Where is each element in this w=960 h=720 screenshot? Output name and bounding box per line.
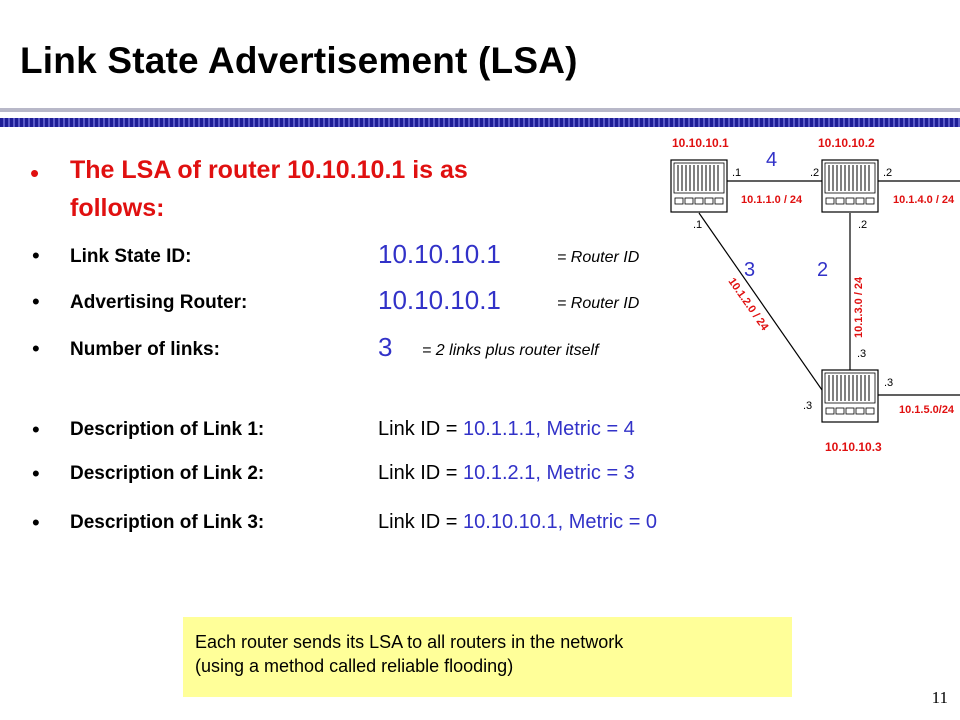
title-rule-blue bbox=[0, 118, 960, 127]
subnet-r1-r2: 10.1.1.0 / 24 bbox=[741, 194, 803, 206]
router-name-r1: 10.10.10.1 bbox=[672, 136, 729, 150]
link-r1-r3 bbox=[698, 212, 823, 391]
router-name-r3: 10.10.10.3 bbox=[825, 440, 882, 454]
field-note-number-of-links: = 2 links plus router itself bbox=[422, 342, 599, 359]
if-r1-right: .1 bbox=[732, 167, 741, 179]
router-name-r2: 10.10.10.2 bbox=[818, 136, 875, 150]
link2-label: Description of Link 2: bbox=[70, 463, 265, 484]
lsa-heading-line1: The LSA of router 10.10.10.1 is as bbox=[70, 156, 468, 184]
callout-text: Each router sends its LSA to all routers… bbox=[195, 632, 624, 676]
field-note-link-state-id: = Router ID bbox=[557, 249, 640, 266]
subnet-r2-out: 10.1.4.0 / 24 bbox=[893, 194, 955, 206]
field-value-link-state-id: 10.10.10.1 bbox=[378, 239, 501, 269]
callout-box bbox=[183, 617, 792, 697]
page-number: 11 bbox=[931, 688, 948, 707]
field-label-number-of-links: Number of links: bbox=[70, 339, 220, 360]
if-r1-bottom: .1 bbox=[693, 219, 702, 231]
if-r3-right: .3 bbox=[884, 377, 893, 389]
link3-prefix: Link ID = bbox=[378, 511, 464, 533]
bullet: • bbox=[32, 243, 40, 268]
link2-id: 10.1.2.1, Metric = 3 bbox=[463, 462, 635, 484]
router-icon-r2 bbox=[821, 159, 879, 213]
link2-description: Link ID = 10.1.2.1, Metric = 3 bbox=[378, 462, 635, 485]
link1-label: Description of Link 1: bbox=[70, 419, 265, 440]
link1-description: Link ID = 10.1.1.1, Metric = 4 bbox=[378, 418, 635, 441]
bullet: • bbox=[32, 510, 40, 535]
if-r2-bottom: .2 bbox=[858, 219, 867, 231]
heading-bullet: • bbox=[30, 158, 40, 188]
field-note-advertising-router: = Router ID bbox=[557, 295, 640, 312]
link1-id: 10.1.1.1, Metric = 4 bbox=[463, 418, 635, 440]
bullet: • bbox=[32, 289, 40, 314]
metric-r1-r2: 4 bbox=[766, 149, 777, 171]
if-r3-left: .3 bbox=[803, 400, 812, 412]
subnet-r3-out: 10.1.5.0/24 bbox=[899, 404, 955, 416]
field-label-advertising-router: Advertising Router: bbox=[70, 292, 248, 313]
slide-title: Link State Advertisement (LSA) bbox=[20, 40, 578, 81]
bullet: • bbox=[32, 461, 40, 486]
bullet: • bbox=[32, 417, 40, 442]
subnet-r2-r3: 10.1.3.0 / 24 bbox=[853, 276, 865, 338]
bullet: • bbox=[32, 336, 40, 361]
link2-prefix: Link ID = bbox=[378, 462, 464, 484]
diagram-links bbox=[698, 180, 960, 396]
link3-description: Link ID = 10.10.10.1, Metric = 0 bbox=[378, 511, 657, 534]
router-icon-r1 bbox=[670, 159, 728, 213]
router-icon-r3 bbox=[821, 369, 879, 423]
metric-r2-r3: 2 bbox=[817, 259, 828, 281]
metric-r1-r3: 3 bbox=[744, 259, 755, 281]
if-r2-left: .2 bbox=[810, 167, 819, 179]
link3-id: 10.10.10.1, Metric = 0 bbox=[463, 511, 658, 533]
title-rule-gray bbox=[0, 108, 960, 112]
field-value-advertising-router: 10.10.10.1 bbox=[378, 285, 501, 315]
link1-prefix: Link ID = bbox=[378, 418, 464, 440]
field-value-number-of-links: 3 bbox=[378, 332, 393, 362]
link3-label: Description of Link 3: bbox=[70, 512, 265, 533]
if-r3-top: .3 bbox=[857, 348, 866, 360]
if-r2-right: .2 bbox=[883, 167, 892, 179]
lsa-heading-line2: follows: bbox=[70, 194, 165, 222]
field-label-link-state-id: Link State ID: bbox=[70, 246, 192, 267]
